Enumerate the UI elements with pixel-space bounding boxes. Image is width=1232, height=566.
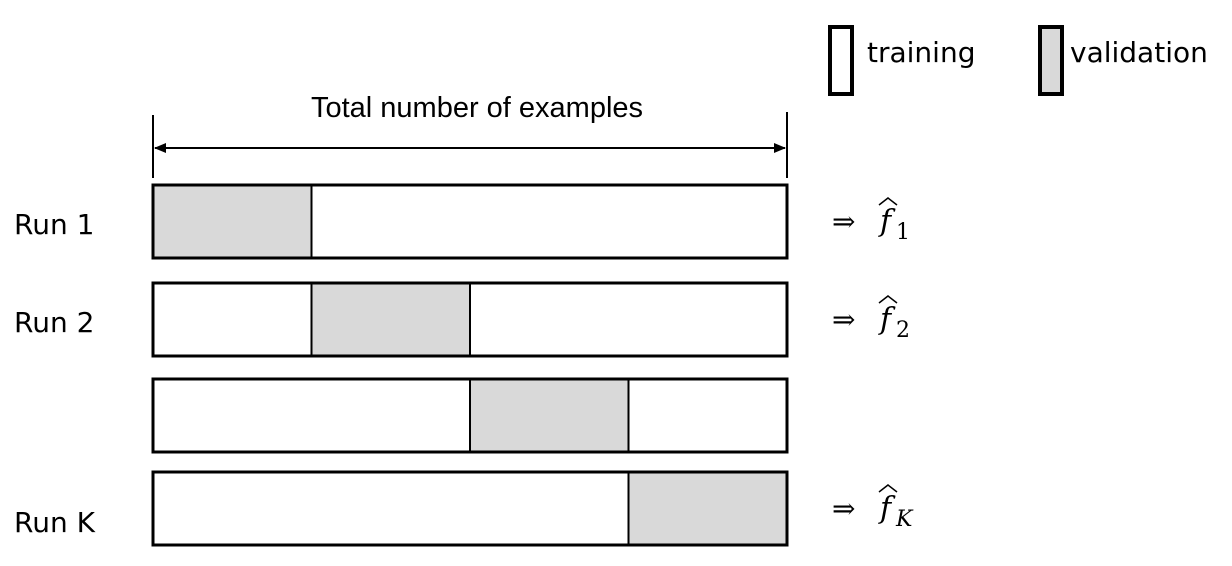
hat-accent [878, 197, 898, 206]
training-fold [628, 379, 787, 452]
run-label: Run 1 [14, 208, 94, 241]
run-label: Run K [14, 506, 96, 539]
implies-arrow: ⇒ [832, 303, 855, 336]
training-fold [628, 185, 787, 258]
training-fold [153, 379, 312, 452]
legend-validation-label: validation [1070, 36, 1208, 69]
estimator-subscript: 1 [896, 220, 910, 245]
validation-fold [628, 472, 787, 545]
validation-fold [311, 283, 470, 356]
legend-training-swatch [828, 25, 854, 96]
run-label: Run 2 [14, 306, 94, 339]
training-fold [470, 185, 629, 258]
estimator-subscript: 2 [896, 318, 910, 343]
estimator-symbol: f [878, 302, 896, 337]
hat-accent [878, 484, 898, 493]
total-span-label: Total number of examples [311, 92, 643, 124]
training-fold [311, 472, 470, 545]
run-bar-outline [151, 183, 789, 260]
total-span: Total number of examples [152, 92, 788, 178]
estimator-symbol: f [878, 491, 896, 526]
legend-training-label: training [867, 36, 975, 69]
estimator-subscript: K [895, 507, 914, 532]
training-fold [311, 185, 470, 258]
training-fold [311, 379, 470, 452]
training-fold [628, 283, 787, 356]
hat-accent [878, 295, 898, 304]
implies-arrow: ⇒ [832, 205, 855, 238]
run-row [151, 377, 789, 454]
legend: training validation [828, 25, 1208, 96]
validation-fold [470, 379, 629, 452]
training-fold [153, 283, 312, 356]
training-fold [153, 472, 312, 545]
implies-arrow: ⇒ [832, 492, 855, 525]
training-fold [470, 283, 629, 356]
estimator-symbol: f [878, 204, 896, 239]
legend-validation-swatch [1038, 25, 1064, 96]
run-bar-outline [151, 470, 789, 547]
training-fold [470, 472, 629, 545]
validation-fold [153, 185, 312, 258]
